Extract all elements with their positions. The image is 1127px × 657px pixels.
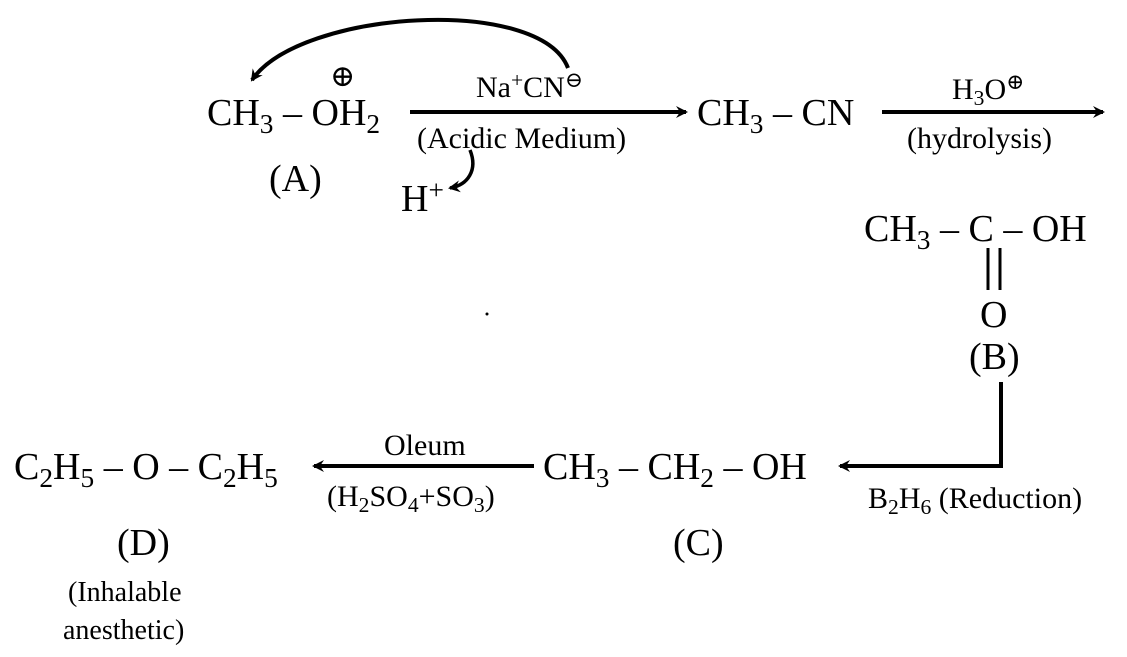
compound-b-formula: CH3 – C – OH (864, 208, 1087, 255)
nitrile-formula: CH3 – CN (697, 92, 855, 139)
step1-condition: (Acidic Medium) (417, 122, 627, 155)
proton-byproduct: H+ (401, 174, 444, 220)
step3-reagent: B2H6 (Reduction) (868, 482, 1083, 520)
compound-a-charge: ⊕ (330, 60, 356, 93)
compound-a-formula: CH3 – OH2 (207, 92, 381, 139)
step2-condition: (hydrolysis) (907, 122, 1052, 155)
compound-c-label: (C) (673, 522, 724, 564)
compound-d-note-line1: (Inhalable (68, 577, 182, 608)
compound-c-formula: CH3 – CH2 – OH (543, 446, 807, 493)
compound-b-oxygen: O (980, 294, 1008, 336)
step4-condition: (H2SO4+SO3) (327, 480, 495, 518)
stray-dot (485, 312, 489, 316)
curved-attack-arrow (250, 18, 570, 82)
compound-d-formula: C2H5 – O – C2H5 (14, 446, 278, 493)
step4-reagent: Oleum (384, 429, 466, 462)
compound-a-label: (A) (269, 158, 322, 200)
compound-d-label: (D) (117, 522, 170, 564)
compound-d-note-line2: anesthetic) (63, 615, 185, 646)
step3-arrow (838, 382, 1003, 472)
compound-b-label: (B) (969, 336, 1020, 378)
step1-reagent: Na+CN⊖ (476, 68, 583, 104)
curved-proton-arrow (448, 149, 475, 193)
step2-reagent: H3O⊕ (952, 70, 1025, 111)
